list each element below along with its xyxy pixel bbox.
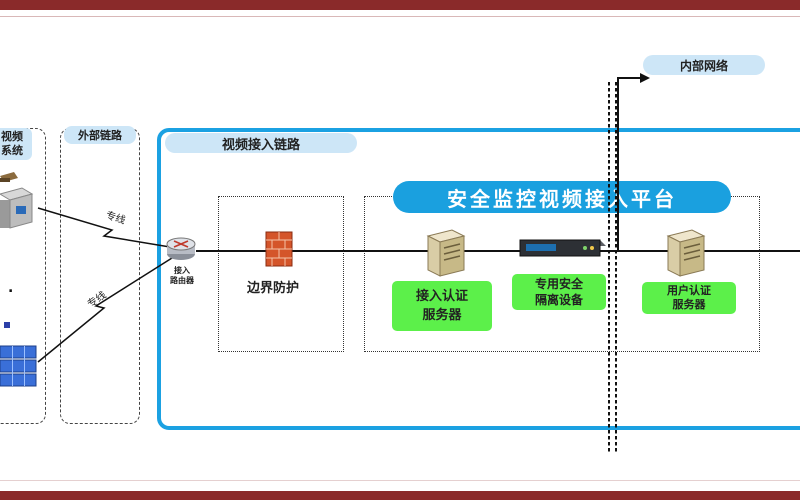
camera-icon [0,172,18,182]
video-access-link-zone [157,128,800,430]
frame-top-line [0,16,800,17]
router-icon [166,237,196,260]
internal-network-label: 内部网络 [643,55,765,75]
external-link-label: 外部链路 [64,126,136,144]
server-icon [426,229,466,277]
user-auth-server-icon [666,229,706,277]
router-label: 接入 路由器 [170,266,194,285]
computer-icon [0,187,34,229]
access-auth-server-label: 接入认证 服务器 [392,281,492,331]
internal-network-arrow [617,73,650,250]
boundary-dash-line-1 [608,82,610,454]
rack-device-icon [519,239,606,257]
user-auth-server-label: 用户认证 服务器 [642,282,736,314]
boundary-protection-label: 边界防护 [247,281,300,296]
frame-bottom-bar [0,491,800,500]
video-system-label-line2: 系统 [1,144,23,157]
boundary-dash-line-2 [615,82,617,454]
frame-bottom-line [0,480,800,481]
video-system-label: 视频 系统 [0,128,32,160]
boundary-protection-zone [218,196,344,352]
storage-icon [0,345,37,387]
platform-title: 安全监控视频接入平台 [393,181,731,213]
video-system-label-line1: 视频 [1,130,23,143]
frame-top-bar [0,0,800,10]
firewall-icon [265,231,293,267]
video-access-link-label: 视频接入链路 [165,133,357,153]
isolation-device-label: 专用安全 隔离设备 [512,274,606,310]
leased-line-2 [37,257,173,363]
blue-device-icon [4,322,10,328]
ellipsis-dot: . [8,280,14,296]
leased-line-1 [37,207,177,249]
